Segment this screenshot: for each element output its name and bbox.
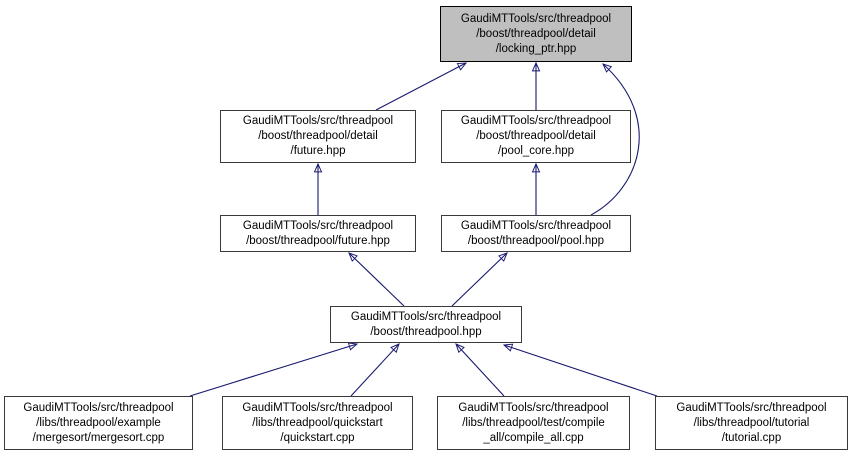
node-detail-pool-core-hpp[interactable]: GaudiMTTools/src/threadpool /boost/threa… — [441, 110, 631, 163]
node-locking-ptr-hpp: GaudiMTTools/src/threadpool /boost/threa… — [440, 6, 632, 62]
edge-detail-future-to-locking-ptr — [375, 62, 468, 111]
edge-threadpool-to-future — [348, 252, 405, 307]
edge-threadpool-to-pool — [451, 252, 508, 307]
node-mergesort-cpp[interactable]: GaudiMTTools/src/threadpool /libs/thread… — [4, 396, 193, 450]
edge-quickstart-to-threadpool — [350, 343, 400, 397]
edge-mergesort-to-threadpool — [189, 342, 359, 397]
edge-compile-all-to-threadpool — [455, 343, 505, 397]
node-quickstart-cpp[interactable]: GaudiMTTools/src/threadpool /libs/thread… — [222, 396, 413, 450]
node-threadpool-hpp[interactable]: GaudiMTTools/src/threadpool /boost/threa… — [330, 306, 522, 343]
node-pool-hpp[interactable]: GaudiMTTools/src/threadpool /boost/threa… — [441, 215, 631, 252]
edge-tutorial-to-threadpool — [502, 343, 658, 397]
edge-pool-to-locking-ptr — [590, 63, 640, 216]
node-detail-future-hpp[interactable]: GaudiMTTools/src/threadpool /boost/threa… — [220, 110, 416, 163]
node-tutorial-cpp[interactable]: GaudiMTTools/src/threadpool /libs/thread… — [655, 396, 848, 450]
node-compile-all-cpp[interactable]: GaudiMTTools/src/threadpool /libs/thread… — [437, 396, 630, 450]
node-future-hpp[interactable]: GaudiMTTools/src/threadpool /boost/threa… — [220, 215, 416, 252]
